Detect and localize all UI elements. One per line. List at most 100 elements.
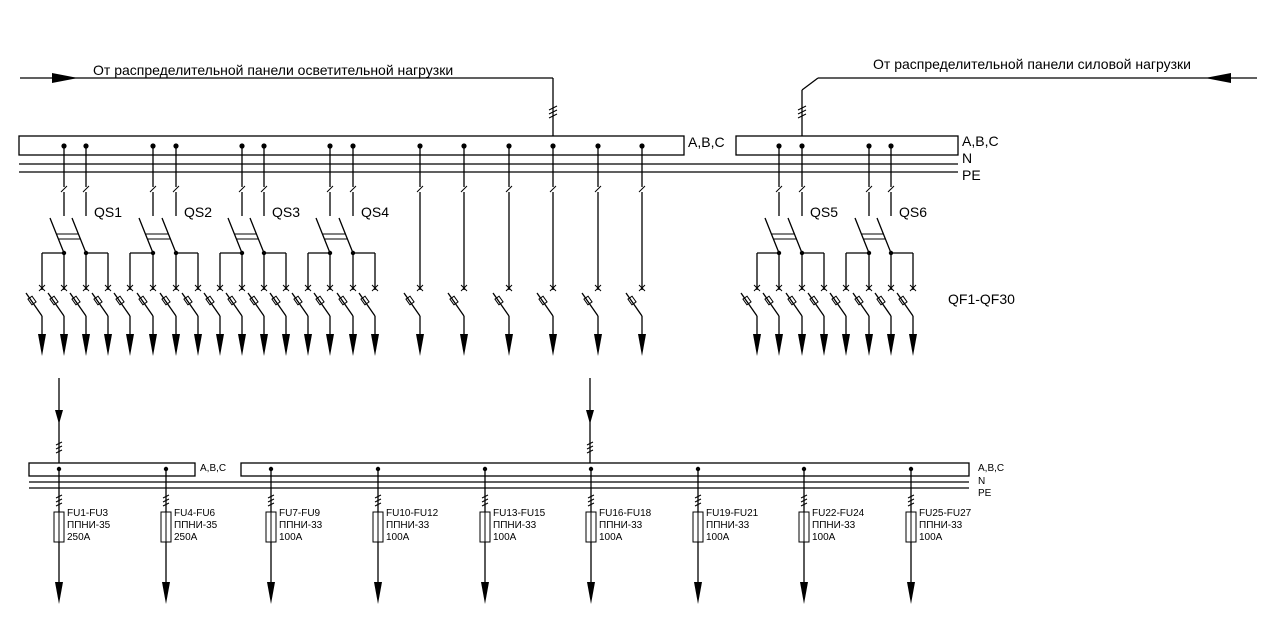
single-feeder — [447, 143, 468, 356]
lower-phase-bus-right — [240, 462, 970, 477]
fuse-feeders: FU1-FU3ППНИ-35250AFU4-FU6ППНИ-35250AFU7-… — [53, 466, 972, 604]
arrow-down-icon — [909, 334, 917, 356]
circuit-breaker — [492, 280, 513, 356]
circuit-breaker — [536, 280, 557, 356]
upper-phase-label-right: A,B,C — [962, 133, 999, 149]
arrow-down-icon — [798, 334, 806, 356]
arrow-down-icon — [775, 334, 783, 356]
fuse-type: ППНИ-33 — [599, 520, 643, 531]
feed-right-label: От распределительной панели силовой нагр… — [873, 56, 1191, 72]
arrow-down-icon — [216, 334, 224, 356]
lower-pe-label: PE — [978, 488, 992, 499]
fuse-type: ППНИ-33 — [493, 520, 537, 531]
upper-pe-label: PE — [962, 167, 981, 183]
switch-label: QS6 — [899, 204, 927, 220]
link-arrow-icon — [55, 410, 63, 424]
circuit-breaker — [852, 270, 873, 356]
circuit-breaker — [896, 253, 917, 356]
fuse-name: FU13-FU15 — [493, 508, 546, 519]
arrow-down-icon — [549, 334, 557, 356]
single-feeder — [403, 143, 424, 356]
single-feeder — [492, 143, 513, 356]
arrow-down-icon — [162, 582, 170, 604]
arrow-down-icon — [238, 334, 246, 356]
switch-label: QS5 — [810, 204, 838, 220]
circuit-breaker — [313, 270, 334, 356]
single-feeder — [581, 143, 602, 356]
single-feeder — [536, 143, 557, 356]
arrow-down-icon — [694, 582, 702, 604]
arrow-down-icon — [638, 334, 646, 356]
switch-group: QS1 — [25, 143, 122, 356]
single-feeders — [403, 143, 646, 356]
fuse-type: ППНИ-35 — [174, 520, 218, 531]
fuse-rating: 100A — [812, 532, 836, 543]
link-to-lower-left — [55, 378, 63, 467]
arrow-down-icon — [326, 334, 334, 356]
arrow-down-icon — [149, 334, 157, 356]
lower-busbars: A,B,C A,B,C N PE — [28, 462, 1004, 499]
fuse-type: ППНИ-33 — [919, 520, 963, 531]
disconnector-switch — [138, 217, 177, 254]
disconnector-switch — [49, 217, 87, 254]
disconnector-switch — [764, 217, 803, 254]
circuit-breaker — [874, 270, 895, 356]
arrow-down-icon — [416, 334, 424, 356]
circuit-breaker — [247, 270, 268, 356]
breakers-label: QF1-QF30 — [948, 291, 1015, 307]
arrow-down-icon — [60, 334, 68, 356]
switch-group: QS6 — [829, 143, 927, 356]
fuse-rating: 250A — [174, 532, 198, 543]
arrow-down-icon — [304, 334, 312, 356]
feed-right: От распределительной панели силовой нагр… — [797, 56, 1257, 138]
switch-label: QS2 — [184, 204, 212, 220]
fuse-rating: 100A — [386, 532, 410, 543]
arrow-down-icon — [865, 334, 873, 356]
circuit-breaker — [269, 253, 290, 356]
arrow-down-icon — [267, 582, 275, 604]
lower-phase-label-left: A,B,C — [200, 463, 226, 474]
feed-left: От распределительной панели осветительно… — [20, 62, 558, 138]
fuse-type: ППНИ-35 — [67, 520, 111, 531]
circuit-breaker — [203, 253, 224, 356]
arrow-down-icon — [907, 582, 915, 604]
circuit-breaker — [358, 253, 379, 356]
single-feeder — [625, 143, 646, 356]
circuit-breaker — [47, 270, 68, 356]
circuit-breaker — [69, 270, 90, 356]
arrow-down-icon — [104, 334, 112, 356]
fuse-type: ППНИ-33 — [386, 520, 430, 531]
fuse-type: ППНИ-33 — [706, 520, 750, 531]
feed-left-arrow-icon — [52, 73, 78, 83]
circuit-breaker — [91, 253, 112, 356]
arrow-down-icon — [82, 334, 90, 356]
circuit-breaker — [136, 270, 157, 356]
lower-phase-bus-left — [28, 462, 196, 477]
circuit-breaker — [785, 270, 806, 356]
arrow-down-icon — [481, 582, 489, 604]
arrow-down-icon — [282, 334, 290, 356]
circuit-breaker — [113, 253, 134, 356]
switch-group: QS5 — [740, 143, 838, 356]
fuse-name: FU1-FU3 — [67, 508, 109, 519]
circuit-breaker — [291, 253, 312, 356]
fuse-rating: 100A — [919, 532, 943, 543]
fuse-rating: 100A — [599, 532, 623, 543]
fuse-name: FU4-FU6 — [174, 508, 216, 519]
switch-label: QS4 — [361, 204, 389, 220]
arrow-down-icon — [587, 582, 595, 604]
circuit-breaker — [625, 280, 646, 356]
arrow-down-icon — [505, 334, 513, 356]
arrow-down-icon — [594, 334, 602, 356]
fuse-type: ППНИ-33 — [279, 520, 323, 531]
arrow-down-icon — [55, 582, 63, 604]
arrow-down-icon — [460, 334, 468, 356]
arrow-down-icon — [172, 334, 180, 356]
arrow-down-icon — [820, 334, 828, 356]
arrow-down-icon — [371, 334, 379, 356]
fuse-type: ППНИ-33 — [812, 520, 856, 531]
switch-group: QS3 — [203, 143, 300, 356]
